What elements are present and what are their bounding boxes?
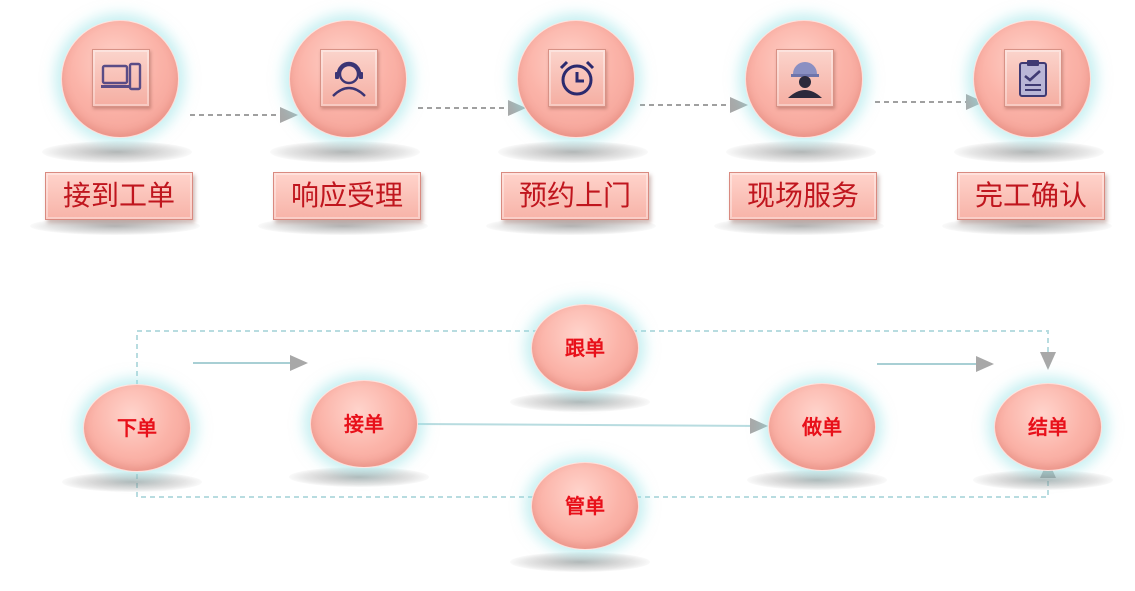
step-circle bbox=[973, 20, 1091, 138]
alarm-clock-icon bbox=[548, 49, 606, 107]
devices-icon bbox=[92, 49, 150, 107]
step-circle bbox=[745, 20, 863, 138]
label-shadow bbox=[258, 217, 428, 235]
node-shadow bbox=[289, 467, 429, 487]
step-shadow bbox=[954, 141, 1104, 163]
label-shadow bbox=[714, 217, 884, 235]
node-manage-order: 管单 bbox=[531, 462, 639, 550]
headset-agent-icon bbox=[320, 49, 378, 107]
label-shadow bbox=[30, 217, 200, 235]
node-shadow bbox=[747, 470, 887, 490]
step-circle bbox=[517, 20, 635, 138]
node-finish-order: 结单 bbox=[994, 383, 1102, 471]
step-label: 接到工单 bbox=[45, 172, 193, 220]
node-shadow bbox=[510, 392, 650, 412]
label-shadow bbox=[486, 217, 656, 235]
step-shadow bbox=[270, 141, 420, 163]
clipboard-check-icon bbox=[1004, 49, 1062, 107]
node-accept-order: 接单 bbox=[310, 380, 418, 468]
step-label: 响应受理 bbox=[273, 172, 421, 220]
arrow-accept-to-do bbox=[415, 417, 768, 434]
node-shadow bbox=[973, 470, 1113, 490]
step-shadow bbox=[726, 141, 876, 163]
step-circle bbox=[289, 20, 407, 138]
step-label: 完工确认 bbox=[957, 172, 1105, 220]
step-circle bbox=[61, 20, 179, 138]
label-shadow bbox=[942, 217, 1112, 235]
hardhat-worker-icon bbox=[776, 49, 834, 107]
node-place-order: 下单 bbox=[83, 384, 191, 472]
follow-loop-line bbox=[136, 330, 1056, 385]
step-label: 现场服务 bbox=[729, 172, 877, 220]
node-shadow bbox=[62, 472, 202, 492]
node-shadow bbox=[510, 552, 650, 572]
step-label: 预约上门 bbox=[501, 172, 649, 220]
step-shadow bbox=[42, 141, 192, 163]
step-shadow bbox=[498, 141, 648, 163]
node-follow-order: 跟单 bbox=[531, 304, 639, 392]
node-do-order: 做单 bbox=[768, 383, 876, 471]
